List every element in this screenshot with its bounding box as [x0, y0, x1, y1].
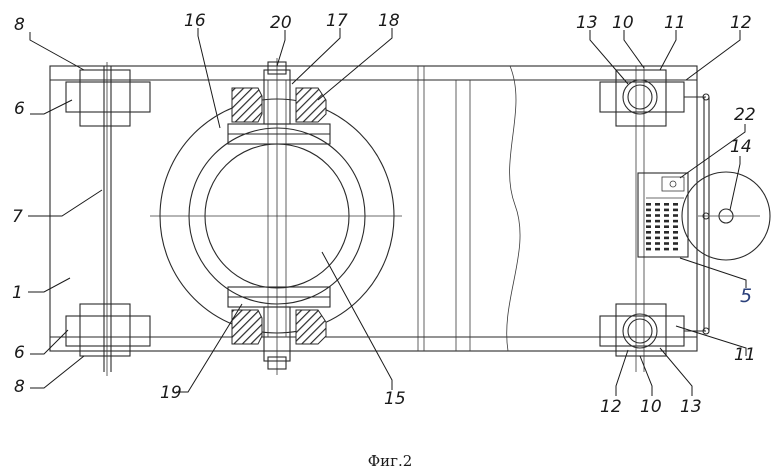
- vent-slot: [646, 242, 651, 245]
- vent-slot: [655, 248, 660, 251]
- block-top-right: [296, 88, 326, 122]
- label-13-top: 13: [576, 13, 598, 33]
- left-axle: [66, 62, 150, 376]
- vent-slot: [673, 203, 678, 206]
- vent-slot: [655, 220, 660, 223]
- vent-slot: [673, 220, 678, 223]
- figure-caption: Фиг.2: [368, 452, 413, 470]
- vent-slot: [664, 242, 669, 245]
- label-6-bottom: 6: [14, 343, 25, 363]
- vent-slot: [646, 203, 651, 206]
- vent-slot: [646, 209, 651, 212]
- vent-slot: [646, 214, 651, 217]
- label-13-bottom: 13: [680, 397, 702, 417]
- block-bottom-right: [296, 310, 326, 344]
- wheel-top-left: [80, 70, 130, 126]
- vent-slot: [655, 214, 660, 217]
- ring-assembly: [150, 58, 402, 375]
- wheel-bottom-left: [80, 304, 130, 356]
- label-10-top: 10: [612, 13, 634, 33]
- vent-slot: [664, 237, 669, 240]
- vent-slot: [673, 214, 678, 217]
- vent-slot: [646, 225, 651, 228]
- vent-slot: [646, 248, 651, 251]
- pulley: [682, 172, 770, 260]
- label-11-bottom: 11: [734, 345, 756, 365]
- label-11-top: 11: [664, 13, 686, 33]
- label-10-bottom: 10: [640, 397, 662, 417]
- label-8-bottom: 8: [14, 377, 25, 397]
- vent-slot: [664, 248, 669, 251]
- label-17: 17: [326, 11, 348, 31]
- label-12-bottom: 12: [600, 397, 622, 417]
- right-wheels: [600, 66, 709, 372]
- label-7: 7: [12, 207, 23, 227]
- label-16: 16: [184, 11, 206, 31]
- vent-slot: [664, 209, 669, 212]
- vent-slot: [673, 209, 678, 212]
- vent-slot: [673, 225, 678, 228]
- bearing-top-left: [66, 82, 150, 112]
- vent-slot: [664, 220, 669, 223]
- label-18: 18: [378, 11, 400, 31]
- label-20: 20: [270, 13, 292, 33]
- label-6-top: 6: [14, 99, 25, 119]
- vent-slot: [673, 231, 678, 234]
- vent-slot: [673, 237, 678, 240]
- label-12-top: 12: [730, 13, 752, 33]
- vent-slot: [664, 214, 669, 217]
- label-8-top: 8: [14, 15, 25, 35]
- label-15: 15: [384, 389, 406, 409]
- vent-slot: [646, 237, 651, 240]
- label-19: 19: [160, 383, 182, 403]
- vent-slot: [655, 242, 660, 245]
- vent-slot: [646, 220, 651, 223]
- control-box: [638, 173, 688, 257]
- vent-slot: [664, 231, 669, 234]
- vent-slot: [655, 203, 660, 206]
- label-14: 14: [730, 137, 752, 157]
- vent-slot: [664, 225, 669, 228]
- block-bottom-left: [232, 310, 262, 344]
- label-5: 5: [740, 285, 752, 307]
- vent-slot: [655, 209, 660, 212]
- bearing-bottom-left: [66, 316, 150, 346]
- vent-slot: [655, 237, 660, 240]
- control-box-vents: [646, 203, 678, 250]
- label-22: 22: [734, 105, 756, 125]
- vent-slot: [646, 231, 651, 234]
- label-1: 1: [12, 283, 23, 303]
- vent-slot: [655, 231, 660, 234]
- vent-slot: [655, 225, 660, 228]
- vent-slot: [673, 248, 678, 251]
- vent-slot: [673, 242, 678, 245]
- vent-slot: [664, 203, 669, 206]
- block-top-left: [232, 88, 262, 122]
